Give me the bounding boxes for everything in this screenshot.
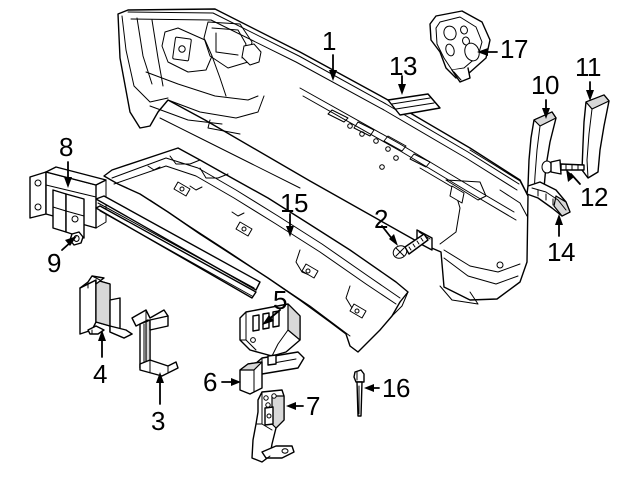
callout-label-12: 12 xyxy=(580,182,608,212)
callout-label-13: 13 xyxy=(389,51,417,81)
callout-label-6: 6 xyxy=(203,367,217,397)
part-1-bumper-reinforcement-panel xyxy=(117,8,529,305)
part-11-curved-trim-right xyxy=(581,94,610,179)
callout-label-1: 1 xyxy=(322,26,336,56)
callout-label-9: 9 xyxy=(47,248,61,278)
callout-label-14: 14 xyxy=(547,237,575,267)
callout-label-17: 17 xyxy=(500,34,528,64)
part-14-curved-filler-strip xyxy=(526,181,571,217)
part-12-push-pin-clip xyxy=(541,159,585,175)
part-6-guide-rail-clip xyxy=(239,351,305,395)
callout-label-7: 7 xyxy=(306,391,320,421)
part-13-flat-trim-strip xyxy=(387,93,441,116)
callout-label-16: 16 xyxy=(382,373,410,403)
callout-arrows xyxy=(61,48,594,410)
part-3-vertical-channel-bracket-right xyxy=(131,309,179,377)
callout-label-4: 4 xyxy=(93,359,107,389)
part-10-curved-trim-left xyxy=(527,111,557,195)
callout-label-11: 11 xyxy=(575,52,602,82)
callout-label-3: 3 xyxy=(151,406,165,436)
callout-label-8: 8 xyxy=(59,132,73,162)
part-17-multi-hole-mounting-plate xyxy=(429,10,491,83)
part-7-angled-support-bracket xyxy=(251,389,295,463)
callout-label-2: 2 xyxy=(374,204,388,234)
callout-label-15: 15 xyxy=(280,188,308,218)
part-4-vertical-channel-bracket-left xyxy=(79,275,133,339)
part-15-lower-valance-panel xyxy=(103,147,409,353)
part-2-tapping-screw xyxy=(392,233,429,259)
part-5-side-mount-bracket xyxy=(239,303,301,357)
callout-label-5: 5 xyxy=(273,285,287,315)
part-8-rail-end-bracket xyxy=(29,166,261,299)
part-16-expansion-rivet xyxy=(353,369,365,417)
callout-label-10: 10 xyxy=(531,70,559,100)
